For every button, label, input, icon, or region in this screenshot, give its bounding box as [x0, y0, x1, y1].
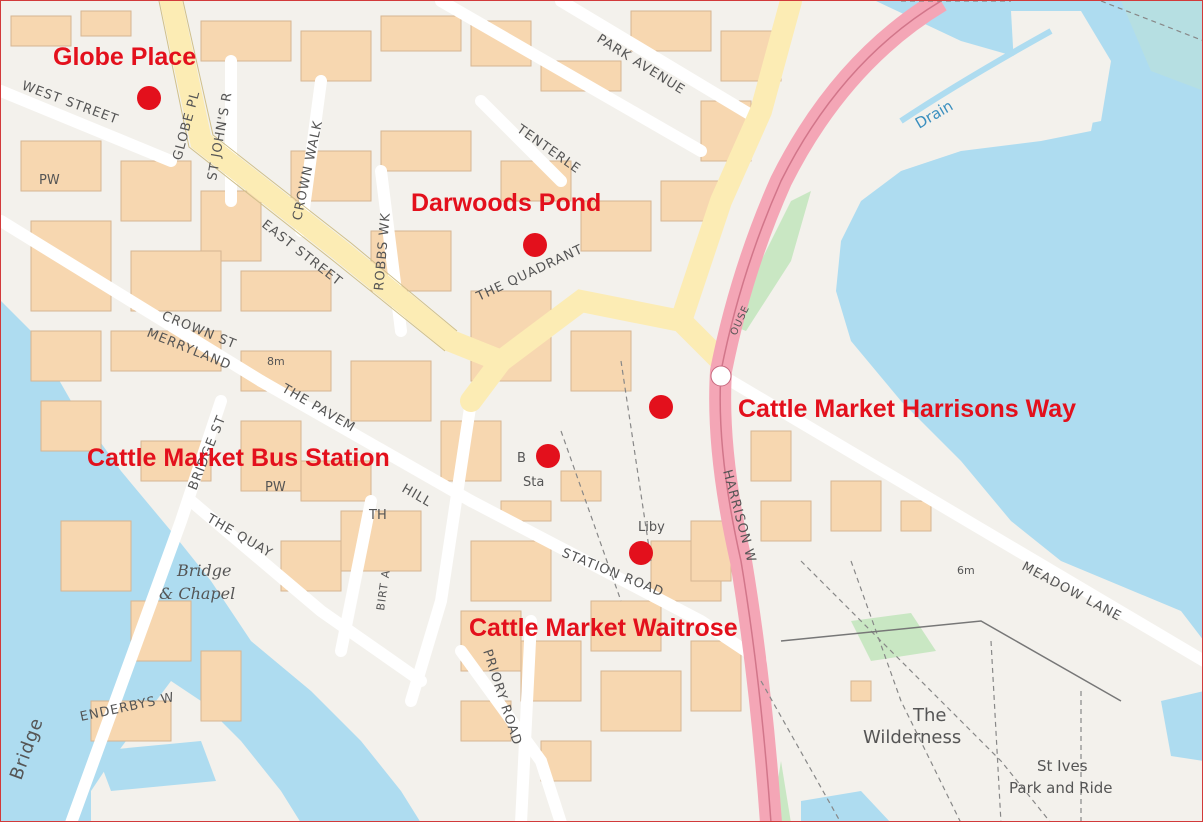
river-inlet [1, 601, 31, 781]
place-label-b: B [517, 451, 526, 466]
pond-bottom [801, 791, 890, 821]
disused-railway [780, 620, 1122, 702]
building-blocks [10, 10, 932, 782]
footpaths [560, 1, 1202, 821]
main-road-edges [158, 1, 458, 352]
place-label-bridge-chapel-2: & Chapel [159, 584, 235, 603]
street-label-robbs-wk: ROBBS WK [372, 212, 394, 292]
place-label-6m: 6m [957, 564, 975, 577]
marina [96, 741, 216, 791]
river-water [1, 301, 420, 821]
marker-label-cattle-market-waitrose: Cattle Market Waitrose [469, 614, 738, 642]
place-label-th: TH [368, 508, 387, 523]
place-label-park-and-ride: Park and Ride [1009, 779, 1113, 797]
marker-dot-darwoods-pond[interactable] [523, 233, 547, 257]
drain-water [899, 28, 1053, 124]
marker-dot-cattle-market-waitrose[interactable] [629, 541, 653, 565]
main-roads [160, 1, 802, 412]
marker-label-cattle-market-bus-station: Cattle Market Bus Station [87, 444, 390, 472]
place-label-8m: 8m [267, 355, 285, 368]
marker-label-darwoods-pond: Darwoods Pond [411, 189, 602, 217]
place-label-sta: Sta [523, 475, 544, 490]
place-label-st-ives: St Ives [1037, 757, 1088, 775]
place-label-the: The [912, 705, 946, 726]
place-label-wilderness: Wilderness [863, 727, 961, 748]
lake-water [836, 1, 1202, 639]
pond-right [1161, 691, 1202, 761]
street-label-birt: BIRT A [374, 569, 393, 612]
green-field [851, 613, 936, 661]
place-label-pw-2: PW [265, 480, 286, 495]
marker-dot-globe-place[interactable] [137, 86, 161, 110]
place-labels: PW PW TH B Sta Liby 8m 6m The Wilderness… [39, 97, 1113, 797]
marker-dot-cattle-market-bus-station[interactable] [536, 444, 560, 468]
place-label-pw-1: PW [39, 173, 60, 188]
marker-label-cattle-market-harrisons-way: Cattle Market Harrisons Way [738, 395, 1077, 423]
place-label-bridge-chapel-1: Bridge [176, 561, 231, 580]
marker-label-globe-place: Globe Place [53, 43, 197, 71]
lake-island-2 [1121, 1, 1202, 91]
marker-dot-cattle-market-harrisons-way[interactable] [649, 395, 673, 419]
place-label-liby: Liby [638, 520, 665, 535]
roundabout [710, 365, 732, 387]
